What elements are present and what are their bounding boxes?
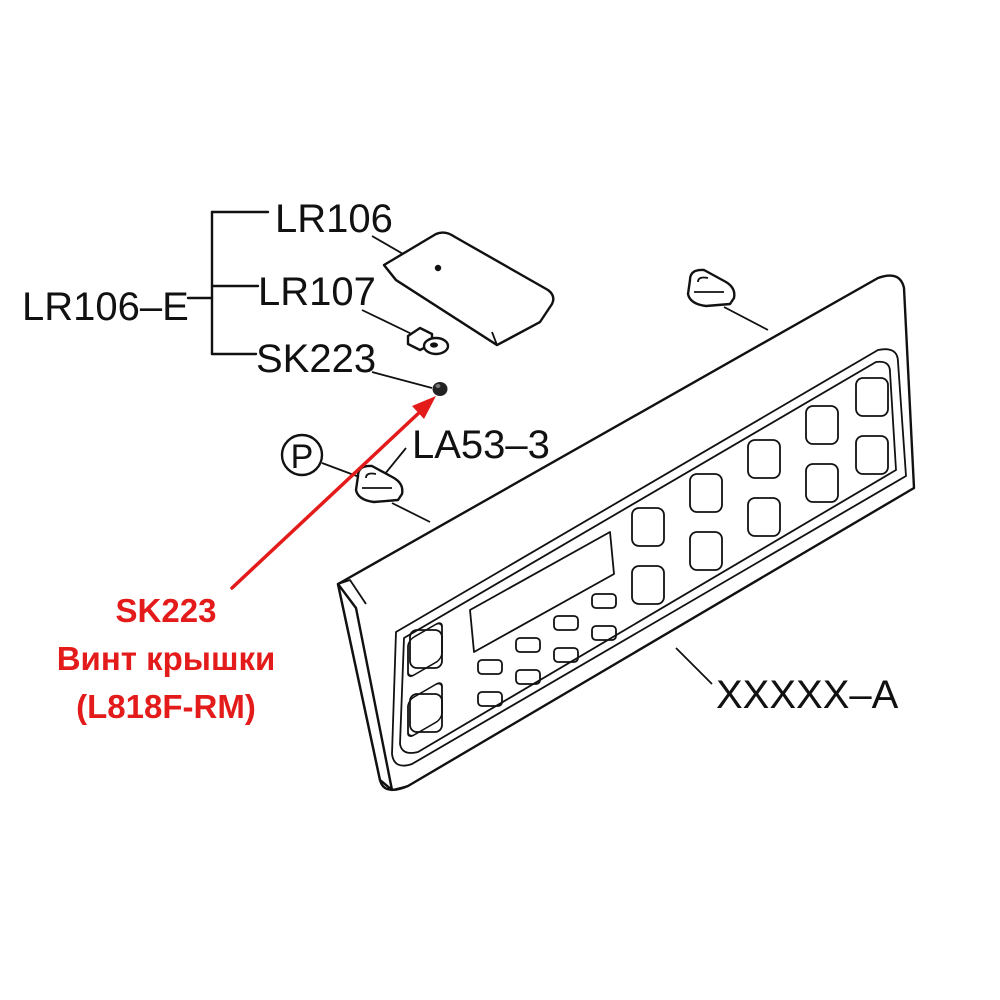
cover-hole-icon — [434, 264, 442, 272]
lr106-label: LR106 — [275, 197, 393, 241]
p-marker-label: P — [291, 438, 314, 476]
assembly-bracket — [186, 210, 270, 356]
panel-label: XXXXX–A — [716, 673, 899, 717]
small-key-rows — [477, 593, 617, 707]
p-marker: P — [280, 433, 324, 477]
la53-label: LA53–3 — [412, 423, 550, 467]
lr106-cover — [382, 231, 555, 347]
display-window — [469, 531, 615, 653]
lr107-label: LR107 — [258, 270, 376, 314]
la53-clip-left — [354, 464, 404, 504]
lr107-clip — [406, 326, 450, 356]
p-leader — [321, 462, 363, 479]
sk223-leader — [371, 371, 433, 389]
control-panel — [336, 274, 916, 792]
callout-name: Винт крышки — [57, 640, 276, 677]
la53-right-tie — [723, 306, 769, 331]
la53-left-tie — [391, 502, 431, 523]
callout-code: SK223 — [116, 592, 217, 629]
panel-leader — [675, 647, 713, 685]
callout-arrow — [230, 396, 436, 590]
callout-model: (L818F-RM) — [76, 688, 256, 725]
la53-clip-right — [686, 268, 736, 308]
key-grid — [409, 377, 889, 733]
sk223-screw-icon — [432, 382, 448, 396]
sk223-label: SK223 — [256, 337, 376, 381]
assembly-label: LR106–E — [22, 285, 189, 329]
